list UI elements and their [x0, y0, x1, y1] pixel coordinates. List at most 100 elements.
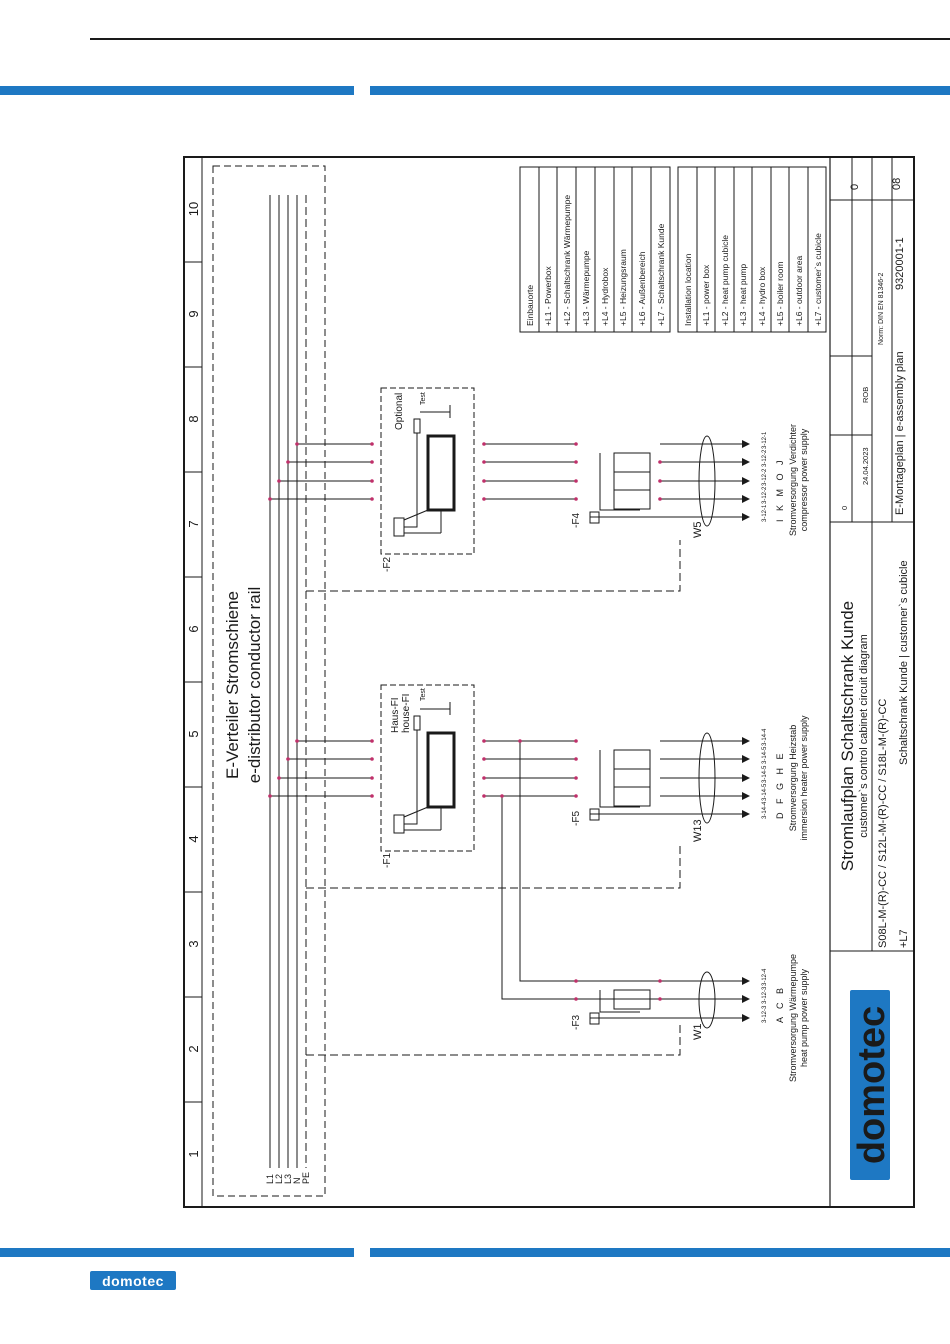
terminal-code-f4-5: 3-12-1 [762, 431, 768, 449]
column-numbers: 1 2 3 4 5 6 7 8 9 10 [184, 202, 202, 1158]
desc-f5-de: Stromversorgung Heizstab [788, 725, 798, 832]
title-date: 24.04.2023 [861, 447, 870, 485]
domotec-logo: domotec [850, 990, 893, 1180]
install-en-item-4: +L4 - hydro box [757, 266, 767, 326]
footer-bar-right [370, 1248, 950, 1257]
desc-f3-de: Stromversorgung Wärmepumpe [788, 954, 798, 1082]
rcd-f2-name: Optional [394, 393, 405, 430]
terminal-code-f3-1: 3-12-3 [762, 1005, 768, 1023]
rcd-f1-test: Test [420, 688, 427, 701]
rcd-f1 [380, 684, 475, 852]
rail-title-de: E-Verteiler Stromschiene [223, 591, 242, 779]
install-de-title: Einbauorte [525, 285, 535, 326]
arrowheads-f5 [742, 737, 750, 818]
fuse-f4-box [589, 511, 600, 524]
column-number-5: 5 [186, 730, 201, 737]
title-norm: Norm: DIN EN 81346-2 [878, 273, 885, 345]
wiring-f4 [270, 435, 742, 527]
rcd-f2 [380, 387, 475, 555]
install-de-item-7: +L7 - Schaltschrank Kunde [656, 223, 666, 326]
install-de-item-2: +L2 - Schaltschrank Wärmepumpe [562, 195, 572, 326]
install-en-item-6: +L6 - outdoor area [794, 256, 804, 326]
title-plan: E-Montageplan | e-assembly plan [894, 351, 906, 515]
column-number-6: 6 [186, 625, 201, 632]
rail-label-n: N [292, 1178, 302, 1185]
terminal-dots-f5 [268, 739, 578, 798]
install-de-item-4: +L4 - Hydrobox [600, 267, 610, 326]
rcd-f2-test: Test [420, 392, 427, 405]
column-number-8: 8 [186, 415, 201, 422]
header-bar-right [370, 86, 950, 95]
title-sheet: 08 [891, 178, 903, 190]
pe-connections [306, 540, 681, 1056]
domotec-logo-text: domotec [851, 1006, 893, 1164]
rail-label-l3: L3 [283, 1174, 293, 1184]
terminal-letters-f5: D F G H E [775, 750, 785, 819]
terminal-code-f5-4: 3-14-5 [762, 746, 768, 764]
fuse-f5-box [589, 808, 600, 821]
footer-bar-left [0, 1248, 354, 1257]
wiring-f5 [270, 732, 742, 1000]
title-models: S08L-M-(R)-CC / S12L-M-(R)-CC / S18L-M-(… [877, 699, 889, 948]
rcd-f1-label: -F1 [382, 853, 393, 868]
install-en-title: Installation location [683, 253, 693, 326]
terminal-code-f5-1: 3-14-4 [762, 801, 768, 819]
rail-label-l2: L2 [274, 1174, 284, 1184]
rail-label-l1: L1 [265, 1174, 275, 1184]
title-author: ROB [861, 387, 870, 403]
desc-f4-en: compressor power supply [799, 428, 809, 531]
install-de-item-5: +L5 - Heizungsraum [618, 249, 628, 326]
column-number-4: 4 [186, 835, 201, 842]
terminal-dots-f4 [268, 442, 662, 501]
terminal-code-f3-2: 3-12-3 [762, 986, 768, 1004]
terminal-letters-f4: I K M O J [775, 457, 785, 522]
busbars [269, 195, 307, 1168]
fuse-f4-label: -F4 [571, 513, 582, 528]
cable-w5-label: W5 [692, 522, 704, 539]
terminal-dots-f3 [574, 979, 662, 1001]
install-table-en [677, 166, 827, 333]
arrowheads-f3 [742, 977, 750, 1022]
rcd-f1-name-en: house-FI [401, 694, 412, 733]
install-table-de [519, 166, 671, 333]
terminal-code-f5-2: 3-14-5 [762, 783, 768, 801]
install-en-item-2: +L2 - heat pump cubicle [720, 235, 730, 326]
desc-f5-en: immersion heater power supply [799, 715, 809, 841]
arrowheads-f4 [742, 440, 750, 521]
title-subject: Schaltschrank Kunde | customer`s cubicle [898, 560, 910, 765]
install-en-item-5: +L5 - boiler room [775, 262, 785, 327]
install-en-item-3: +L3 - heat pump [738, 264, 748, 326]
terminal-letters-f3: A C B [775, 985, 785, 1023]
title-sheet-rev: 0 [849, 184, 861, 190]
rail-box [212, 165, 326, 1197]
fuse-f3-label: -F3 [571, 1015, 582, 1030]
cable-w1-label: W1 [692, 1024, 704, 1041]
rail-title-en: e-distributor conductor rail [245, 587, 264, 784]
terminal-code-f4-3: 3-12-2 [762, 468, 768, 486]
rcd-f2-label: -F2 [382, 557, 393, 572]
column-number-2: 2 [186, 1045, 201, 1052]
install-en-item-7: +L7 - customer`s cubicle [813, 233, 823, 326]
terminal-code-f5-3: 3-14-5 [762, 765, 768, 783]
column-number-1: 1 [186, 1150, 201, 1157]
install-de-item-6: +L6 - Außenbereich [637, 251, 647, 326]
header-bar-left [0, 86, 354, 95]
install-de-item-1: +L1 - Powerbox [543, 265, 553, 326]
terminal-code-f4-1: 3-12-1 [762, 504, 768, 522]
desc-f4-de: Stromversorgung Verdichter [788, 424, 798, 536]
fuse-f5-label: -F5 [571, 811, 582, 826]
column-number-9: 9 [186, 310, 201, 317]
column-number-7: 7 [186, 520, 201, 527]
title-en: customer`s control cabinet circuit diagr… [858, 634, 870, 838]
footer-logo: domotec [90, 1271, 176, 1290]
column-number-10: 10 [186, 202, 201, 216]
rcd-f1-name-de: Haus-FI [390, 697, 401, 733]
terminal-code-f5-5: 3-14-4 [762, 728, 768, 746]
terminal-code-f3-3: 3-12-4 [762, 968, 768, 986]
title-block-grid [830, 157, 914, 1208]
header-rule [90, 38, 950, 40]
title-doc-number: 9320001-1 [894, 237, 906, 290]
title-de: Stromlaufplan Schaltschrank Kunde [838, 601, 857, 871]
title-revision: 0 [840, 506, 849, 510]
